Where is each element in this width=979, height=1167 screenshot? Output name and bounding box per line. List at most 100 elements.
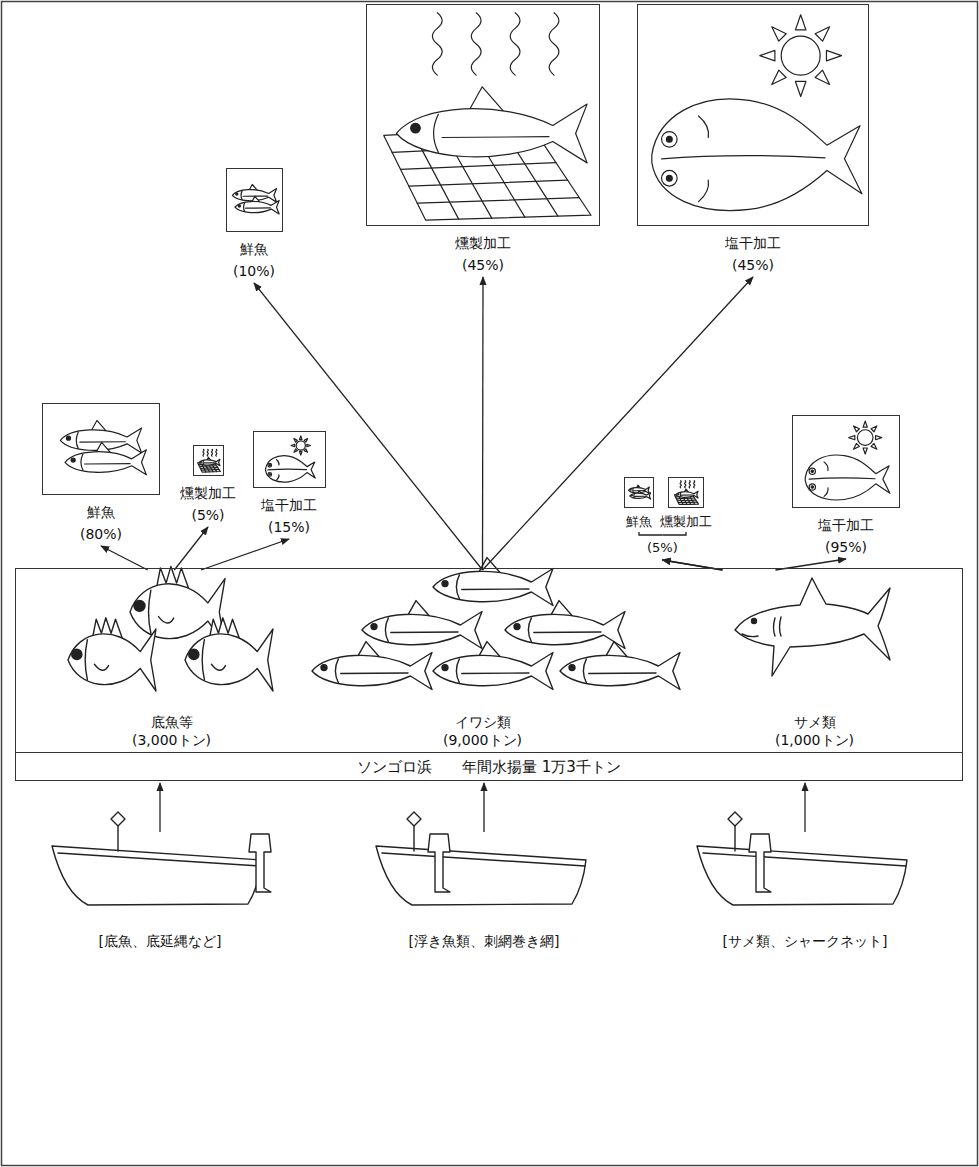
product-box: 塩干加工(15%): [253, 431, 326, 536]
landing-total: ソンゴロ浜 年間水揚量 1万3千トン: [357, 758, 621, 776]
dry-drawing: [805, 421, 890, 500]
smoke-icon: [369, 7, 597, 223]
sardine-eye: [321, 665, 327, 671]
dried-fish-eye: [662, 170, 678, 186]
fresh-fish-body: [60, 428, 141, 453]
smoked-fish-eye: [411, 123, 421, 133]
fresh-drawing: [60, 420, 146, 474]
fresh-fish-eye: [66, 436, 70, 440]
sun-ray: [871, 426, 877, 432]
catch-group: サメ類(1,000トン): [700, 569, 930, 749]
sun-ray: [815, 27, 829, 41]
fresh-fish-fin: [96, 442, 111, 452]
product-frame: [193, 445, 224, 476]
smoke-wave: [694, 481, 695, 488]
sardine-gill: [583, 659, 586, 683]
catch-name: サメ類: [794, 713, 836, 731]
dried-fish-gill: [699, 180, 709, 201]
bottom-fish-pectoral: [159, 617, 174, 623]
fresh-fish-fin: [91, 420, 106, 430]
fresh-icon: [229, 171, 280, 229]
catch-amount: (3,000トン): [132, 731, 211, 749]
sun-ray: [772, 27, 786, 41]
smoked-fish-body: [396, 104, 587, 163]
product-share: (45%): [732, 256, 774, 274]
grill-line: [417, 198, 579, 203]
product-box: 鮮魚(10%): [226, 168, 283, 280]
product-box: 燻製加工: [660, 477, 712, 531]
smoke-wave: [432, 13, 442, 75]
boat-mast: [117, 826, 118, 851]
shark-eye: [752, 619, 757, 624]
dried-fish-eye: [662, 132, 678, 148]
smoke-icon: [671, 480, 701, 505]
boat-flag: [111, 812, 125, 826]
boat-motor: [749, 834, 771, 892]
dried-fish: [265, 456, 315, 482]
boat-type: [サメ類、シャークネット]: [690, 832, 920, 950]
fresh-fish-line: [85, 463, 131, 465]
share-label: (5%): [647, 539, 678, 557]
smoked-fish-eye: [200, 461, 201, 462]
fresh-fish-eye: [235, 193, 237, 195]
fresh-fish-eye: [631, 495, 632, 496]
dried-fish-line: [662, 156, 825, 159]
product-share: (5%): [191, 506, 224, 524]
product-box: 燻製加工(45%): [366, 4, 600, 274]
arrow-line: [159, 783, 160, 832]
fresh-icon: [627, 480, 651, 505]
bottom-fish-pectoral: [94, 664, 108, 670]
smoked-fish-eye: [678, 493, 679, 494]
smoke-drawing: [197, 449, 220, 472]
shark-gill: [774, 618, 776, 636]
sardine-gill: [528, 618, 531, 642]
sardine-gill: [456, 575, 459, 599]
product-name: 燻製加工: [455, 234, 511, 252]
dry-icon: [640, 7, 866, 223]
product-box: 塩干加工(95%): [792, 415, 900, 556]
smoke-wave: [207, 449, 208, 456]
sun-ray: [293, 449, 296, 452]
dried-fish-pupil: [811, 470, 813, 472]
sardine-eye: [442, 581, 448, 587]
fresh-fish-body: [234, 200, 278, 214]
bottom-fish-eye: [189, 649, 199, 659]
sardine-eye: [569, 665, 575, 671]
product-name: 燻製加工: [180, 484, 236, 502]
sardine-eye: [514, 624, 520, 630]
product-frame: [792, 415, 900, 508]
dried-fish-eye: [267, 473, 271, 477]
sun: [296, 441, 305, 450]
sardine-gill: [385, 618, 388, 642]
grill-line: [400, 163, 555, 170]
gear-label: [底魚、底延縄など]: [99, 932, 222, 950]
shark-body: [735, 578, 890, 676]
sun-ray: [826, 50, 841, 61]
smoke-wave: [680, 481, 681, 488]
arrow-line: [804, 783, 805, 832]
fresh-fish-gill: [241, 191, 242, 200]
sun-ray: [291, 444, 295, 446]
boat-motor: [428, 834, 450, 892]
boat-type: [浮き魚類、刺網巻き網]: [369, 832, 599, 950]
fresh-icon: [45, 406, 157, 492]
sun-ray: [293, 439, 296, 442]
arrow-line: [483, 783, 484, 832]
sardine-gill: [335, 659, 338, 683]
sun-ray: [299, 436, 301, 440]
bottom-fish-body: [68, 629, 156, 691]
dried-fish-pupil: [269, 474, 270, 475]
product-frame: [637, 4, 869, 226]
bottom-fish-gill: [149, 590, 151, 633]
dried-fish-gill: [276, 475, 278, 480]
fresh-fish-eye: [238, 205, 240, 207]
smoke-wave: [202, 449, 203, 456]
smoked-fish-fin: [469, 87, 503, 111]
product-box: 鮮魚(80%): [42, 403, 160, 543]
sardine-body: [560, 653, 680, 690]
smoke-wave: [471, 13, 481, 75]
sun-ray: [306, 444, 310, 446]
fresh-fish-line: [635, 496, 647, 497]
dry-drawing: [265, 436, 315, 482]
grill-line: [409, 180, 568, 186]
